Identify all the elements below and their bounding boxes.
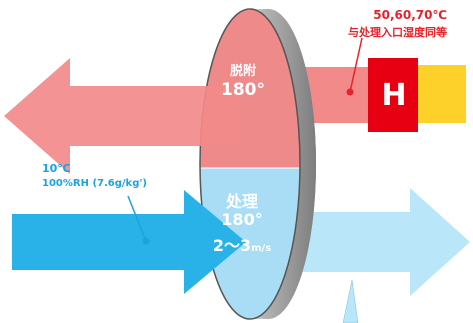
desorption-zone-angle: 180° xyxy=(221,80,265,100)
outlet-sensor-marker xyxy=(342,279,359,323)
regeneration-inlet-duct xyxy=(415,65,466,123)
inlet-humidity: 100%RH (7.6g/kg') xyxy=(42,178,147,189)
inlet-air-arrow xyxy=(12,190,246,294)
regen-leader-line xyxy=(349,37,363,93)
process-zone-label: 处理 xyxy=(225,192,258,211)
rotor-process-zone xyxy=(200,168,300,319)
inlet-leader-line xyxy=(127,195,147,242)
process-air-speed: 2～3m/s xyxy=(202,232,282,256)
regeneration-temperatures: 50,60,70℃ xyxy=(373,8,447,22)
speed-unit: m/s xyxy=(251,243,272,254)
heater-box xyxy=(368,58,418,132)
exhaust-air-arrow xyxy=(4,58,240,174)
desorption-zone-label: 脱附 xyxy=(229,64,256,79)
heater-label: H xyxy=(381,78,407,113)
process-zone-angle: 180° xyxy=(221,210,263,229)
regeneration-note: 与处理入口湿度同等 xyxy=(348,26,447,39)
inlet-temperature: 10℃ xyxy=(42,162,71,175)
speed-value: 2～3 xyxy=(212,236,252,255)
